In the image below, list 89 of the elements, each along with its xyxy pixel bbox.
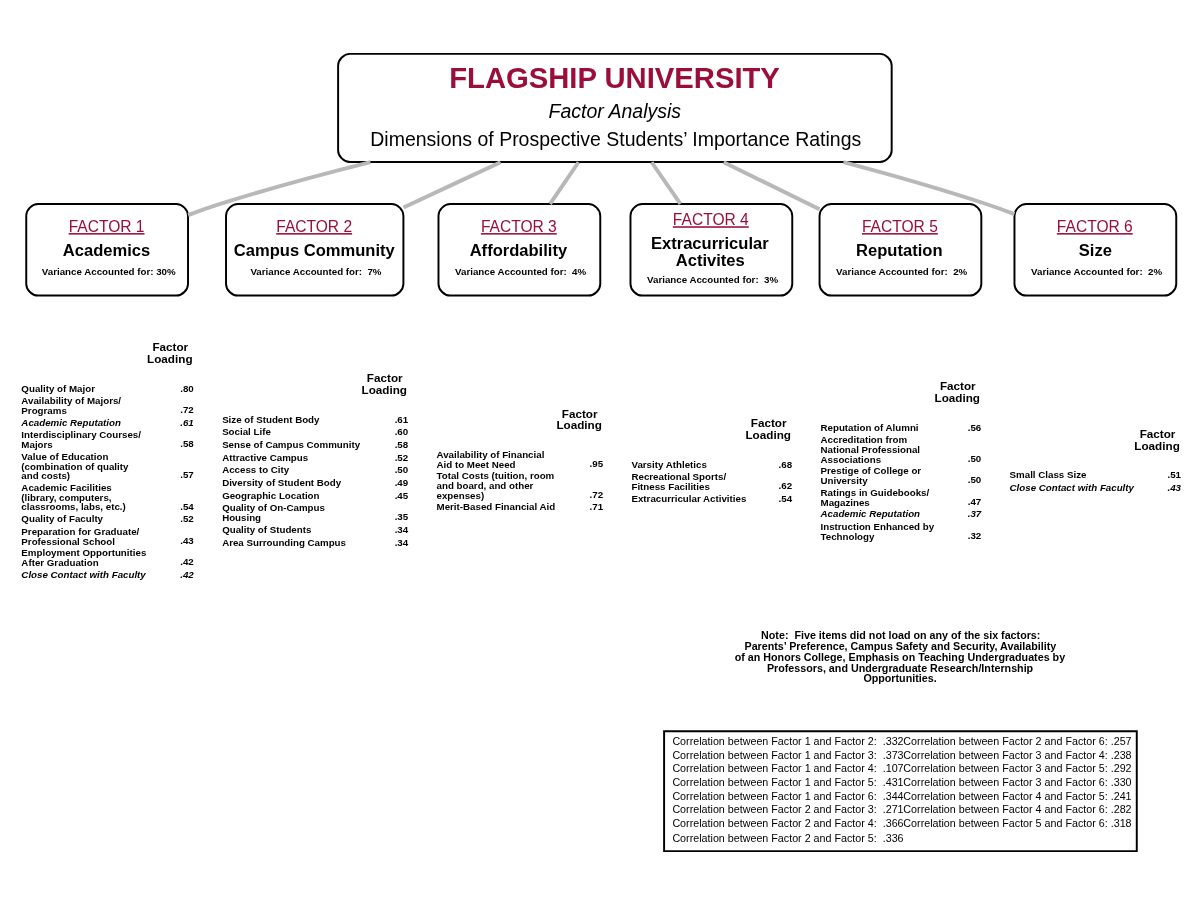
- label: .52: [394, 451, 409, 463]
- label: Quality of Major: [21, 382, 95, 394]
- label: Reputation of Alumni: [820, 421, 919, 433]
- label: Close Contact with Faculty: [1009, 482, 1134, 493]
- label: .34: [394, 523, 409, 535]
- label: .43: [1167, 482, 1182, 493]
- label: Prestige of College or University: [820, 465, 922, 487]
- label: .68: [778, 458, 793, 470]
- connector: [650, 161, 682, 205]
- label: Academic Facilities (library, computers, classrooms, labs, etc.): [21, 482, 126, 513]
- node-box: FACTOR 4 Extracurricular Activites Variance Accounted for: 3%: [629, 203, 794, 297]
- label: Extracurricular Activities: [631, 492, 747, 504]
- label: Sense of Campus Community: [222, 439, 361, 451]
- label: .42: [180, 556, 194, 568]
- label: Instruction Enhanced by Technology: [820, 520, 935, 542]
- label: .42: [180, 568, 194, 580]
- connector: [402, 160, 502, 210]
- label: .34: [394, 536, 409, 548]
- node-box: FLAGSHIP UNIVERSITY Factor Analysis Dimensions of Prospective Students’ Importance Ratings: [337, 52, 893, 164]
- label: Small Class Size: [1009, 469, 1087, 481]
- label: Geographic Location: [222, 489, 320, 501]
- node-box: FACTOR 3 Affordability Variance Accounted for: 4%: [437, 203, 602, 297]
- label: Factor Loading: [556, 406, 602, 432]
- label: .61: [394, 413, 409, 425]
- label: .43: [180, 534, 194, 546]
- label: Close Contact with Faculty: [21, 568, 146, 580]
- label: Factor Loading: [361, 371, 407, 397]
- connector: [548, 161, 581, 205]
- label: Preparation for Graduate/ Professional School: [21, 525, 140, 547]
- label: .54: [180, 500, 194, 512]
- label: .95: [589, 457, 604, 469]
- label: Factor Loading: [745, 416, 791, 441]
- label: Interdisciplinary Courses/ Majors: [21, 429, 141, 451]
- label: Recreational Sports/ Fitness Facilities: [631, 471, 727, 493]
- label: Access to City: [222, 464, 290, 476]
- label: .52: [180, 513, 194, 525]
- label: Factor Loading: [147, 340, 193, 365]
- label: .35: [394, 511, 409, 523]
- label: Attractive Campus: [222, 451, 309, 463]
- label: Note: Five items did not load on any of the six factors: Parents’ Preference, Campus Safety and Security, Availability of an Honors College, Emphasis on Teaching Undergraduates by Professors, and Undergraduate Research/Internship Opportunities.: [734, 629, 1066, 685]
- label: Diversity of Student Body: [222, 477, 342, 489]
- label: .61: [180, 416, 194, 428]
- label: .58: [180, 438, 194, 450]
- label: .50: [967, 452, 982, 464]
- label: Varsity Athletics: [631, 458, 707, 470]
- label: .32: [967, 529, 982, 541]
- label: .57: [180, 469, 194, 481]
- node-box: FACTOR 5 Reputation Variance Accounted for: 2%: [818, 203, 983, 297]
- label: Area Surrounding Campus: [222, 536, 346, 548]
- label: Availability of Financial Aid to Meet Need: [436, 448, 545, 470]
- label: Merit-Based Financial Aid: [436, 501, 556, 513]
- label: .45: [394, 489, 409, 501]
- label: Total Costs (tuition, room and board, and other expenses): [436, 470, 555, 501]
- label: Quality of On-Campus Housing: [222, 502, 325, 524]
- label: Size of Student Body: [222, 413, 320, 425]
- label: .72: [589, 488, 604, 500]
- label: Quality of Students: [222, 523, 312, 535]
- connector: [187, 160, 371, 217]
- label: .37: [967, 508, 982, 520]
- node-box: FACTOR 1 Academics Variance Accounted for: 30%: [25, 203, 189, 297]
- label: Factor Loading: [1134, 426, 1180, 452]
- label: .72: [180, 404, 194, 416]
- label: .60: [394, 426, 409, 438]
- label: Value of Education (combination of quality and costs): [21, 450, 129, 482]
- label: .71: [589, 501, 604, 513]
- label: .50: [394, 464, 409, 476]
- node-box: FACTOR 2 Campus Community Variance Accounted for: 7%: [225, 203, 405, 297]
- connector: [722, 160, 821, 211]
- label: .54: [778, 492, 793, 504]
- label: Employment Opportunities After Graduation: [21, 547, 147, 569]
- label: .62: [778, 480, 793, 492]
- label: Quality of Faculty: [21, 513, 104, 525]
- label: .47: [967, 495, 982, 507]
- label: .50: [967, 474, 982, 486]
- node-box: FACTOR 6 Size Variance Accounted for: 2%: [1013, 203, 1178, 297]
- label: .80: [180, 382, 194, 394]
- connector: [842, 160, 1016, 216]
- label: .51: [1167, 469, 1182, 481]
- label: Social Life: [222, 426, 271, 438]
- node-box: Correlation between Factor 1 and Factor 2: .332Correlation between Factor 2 and Factor 6: .257 Correlation between Factor 1 and Factor 3: .373Correlation between Factor 3 and Factor 4: .238 Correlation between Factor 1 and Factor 4: .107Correlation between Factor 3 and Factor 5: .292 Correlation between Factor 1 and Factor 5: .431Correlation between Factor 3 and Factor 6: .330 Correlation between Factor 1 and Factor 6: .344Correlation between Factor 4 and Factor 5: .241 Correlation between Factor 2 and Factor 3: .271Correlation between Factor 4 and Factor 6: .282 Correlation between Factor 2 and Factor 4: .366Correlation between Factor 5 and Factor 6: .318 Correlation between Factor 2 and Factor 5: .336: [663, 730, 1138, 853]
- label: .58: [394, 439, 409, 451]
- label: Academic Reputation: [820, 508, 921, 520]
- label: .49: [394, 477, 409, 489]
- label: Academic Reputation: [21, 416, 121, 428]
- label: .56: [967, 421, 982, 433]
- label: Ratings in Guidebooks/ Magazines: [820, 486, 930, 508]
- label: Factor Loading: [934, 379, 980, 404]
- label: Availability of Majors/ Programs: [21, 395, 122, 416]
- label: Accreditation from National Professional Associations: [820, 434, 921, 465]
